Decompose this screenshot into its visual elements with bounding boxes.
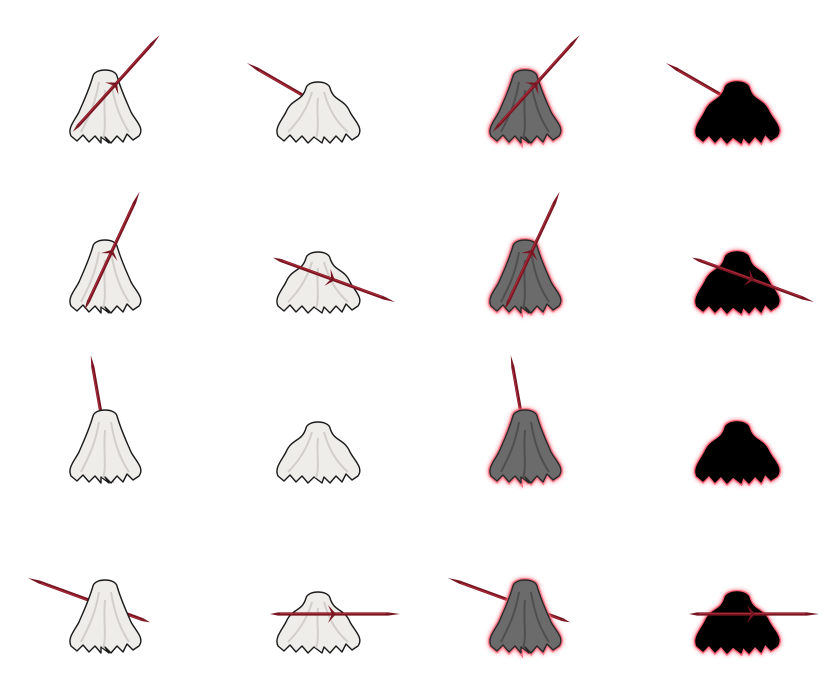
cloak-body (488, 68, 563, 149)
cloak-body (276, 421, 361, 484)
cloak-body (488, 408, 563, 489)
hooded-spearman-sprite (69, 355, 142, 484)
spear-icon (72, 35, 160, 132)
spear-icon (272, 257, 396, 303)
cloak-body (69, 579, 142, 654)
hooded-spearman-sprite (488, 188, 564, 319)
cloak-body (694, 590, 781, 657)
cloak-body (488, 238, 563, 319)
spear-icon (492, 31, 584, 132)
spear-icon (504, 188, 564, 310)
hooded-spearman-sprite (69, 191, 142, 314)
cloak-body (276, 591, 361, 654)
cloak-body (276, 251, 361, 314)
hooded-spearman-sprite (488, 351, 563, 489)
spear-icon (84, 191, 140, 310)
spear-icon (689, 605, 823, 623)
cloak-body (694, 420, 781, 487)
hooded-spearman-sprite (689, 590, 823, 657)
cloak-body (488, 578, 563, 659)
spear-icon (691, 256, 818, 306)
hooded-spearman-sprite (272, 251, 396, 314)
cloak-body (69, 409, 142, 484)
hooded-spearman-sprite (662, 59, 781, 147)
hooded-spearman-sprite (27, 577, 151, 654)
hooded-spearman-sprite (694, 420, 781, 487)
hooded-spearman-sprite (276, 421, 361, 484)
hooded-spearman-sprite (488, 31, 584, 149)
hooded-spearman-sprite (691, 250, 818, 317)
cloak-body (276, 81, 361, 144)
spear-icon (270, 605, 400, 623)
cloak-body (69, 69, 142, 144)
cloak-body (69, 239, 142, 314)
hooded-spearman-sprite (444, 574, 571, 659)
hooded-spearman-sprite (246, 63, 361, 144)
hooded-spearman-sprite (270, 591, 400, 654)
cloak-body (694, 250, 781, 317)
cloak-body (694, 80, 781, 147)
hooded-spearman-sprite (69, 35, 160, 144)
